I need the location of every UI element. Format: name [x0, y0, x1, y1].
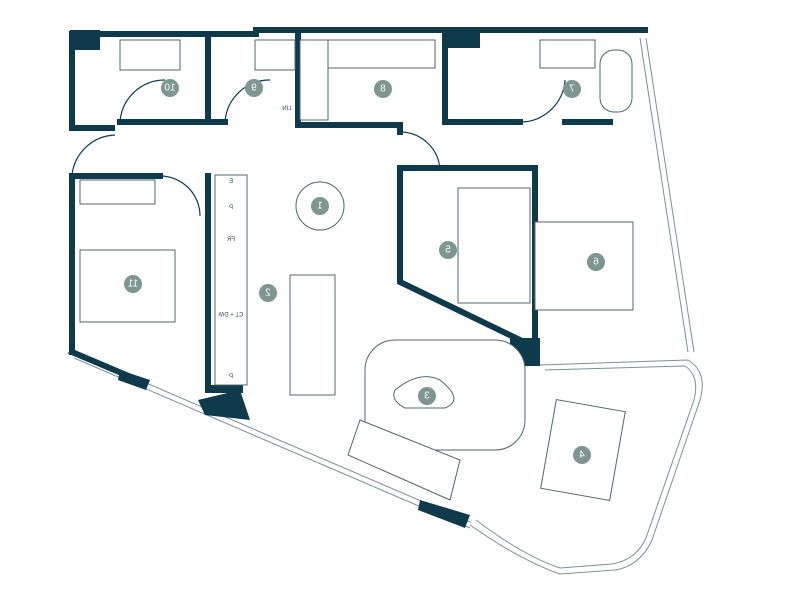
svg-text:8: 8: [380, 84, 386, 95]
svg-text:11: 11: [127, 279, 138, 290]
room-badge-8: 8: [374, 80, 392, 98]
room-badge-4: 4: [573, 446, 591, 464]
room-badge-1: 1: [311, 197, 329, 215]
shoe-rack: [299, 39, 329, 121]
svg-text:1: 1: [317, 201, 323, 212]
fixture-labels: LIN E P FR CT + DW P: [218, 106, 291, 380]
room-badge-7: 7: [563, 80, 581, 98]
kitchen-label-e: E: [229, 179, 233, 185]
room-badge-2: 2: [259, 284, 277, 302]
bed: [534, 221, 634, 311]
sofa: [347, 419, 461, 501]
room-badge-6: 6: [587, 253, 605, 271]
svg-text:2: 2: [265, 288, 271, 299]
room-badge-3: 3: [418, 387, 436, 405]
furniture: [79, 39, 634, 501]
room-badge-10: 10: [161, 79, 179, 97]
svg-text:3: 3: [424, 391, 430, 402]
svg-text:4: 4: [579, 450, 585, 461]
kitchen-label-pantry: P: [229, 205, 233, 211]
room-badges: 1 2 3 4 5 6 7 8 9 10 11: [124, 79, 605, 464]
svg-text:9: 9: [251, 83, 257, 94]
svg-text:6: 6: [593, 257, 599, 268]
kitchen-counter: [214, 174, 248, 386]
vanity: [254, 39, 296, 71]
sofa: [457, 187, 531, 304]
linen-label: LIN: [282, 106, 291, 112]
kitchen-label-fridge: FR: [226, 237, 235, 243]
svg-text:10: 10: [164, 83, 176, 94]
vanity: [539, 39, 596, 69]
doors[interactable]: [71, 79, 566, 217]
room-badge-5: 5: [439, 241, 457, 259]
svg-text:5: 5: [445, 245, 451, 256]
room-badge-9: 9: [245, 79, 263, 97]
walls: [68, 27, 648, 393]
kitchen-label-pantry-2: P: [229, 374, 233, 380]
vanity: [119, 39, 181, 71]
bathtub: [599, 49, 633, 113]
kitchen-island: [289, 274, 336, 396]
svg-text:7: 7: [569, 84, 575, 95]
kitchen-label-ct-dw: CT + DW: [218, 310, 243, 316]
room-badge-11: 11: [124, 275, 142, 293]
wardrobe: [79, 179, 156, 205]
